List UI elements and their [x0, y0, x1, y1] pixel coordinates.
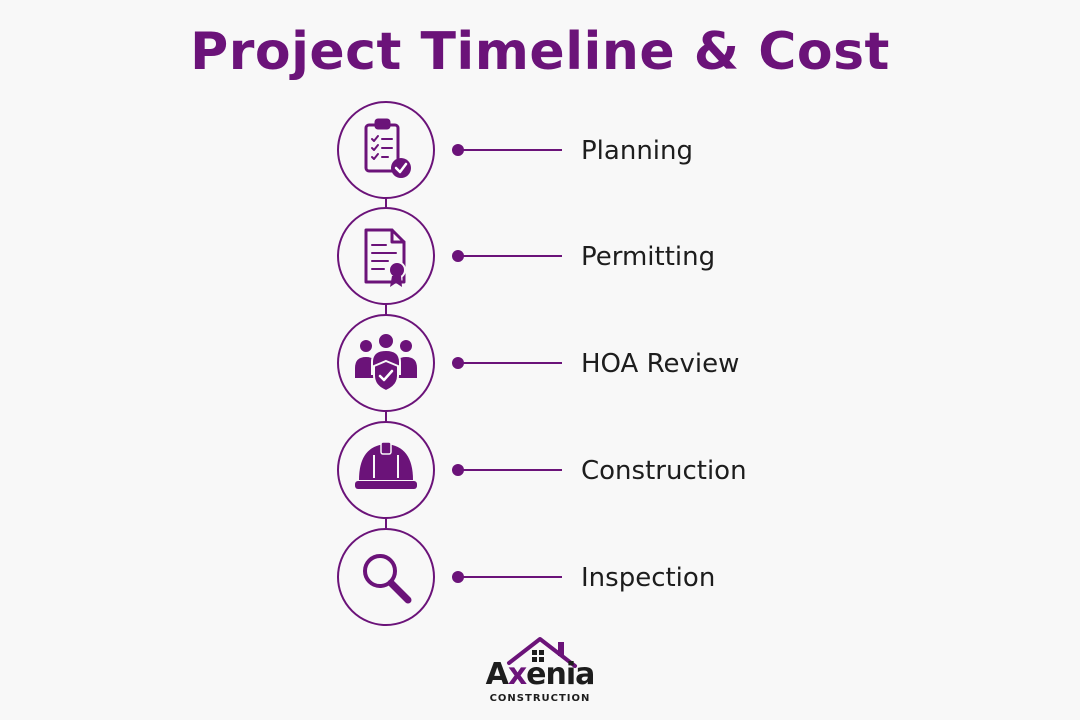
team-shield-icon	[355, 332, 417, 393]
certificate-document-icon	[364, 228, 406, 287]
page-title: Project Timeline & Cost	[190, 22, 890, 82]
step-label-planning: Planning	[581, 136, 693, 166]
step-circle	[337, 101, 435, 199]
step-circle	[337, 314, 435, 412]
step-circle	[337, 207, 435, 305]
hard-hat-icon	[355, 441, 417, 489]
step-label-permitting: Permitting	[581, 242, 716, 272]
logo-word-accent: x	[507, 657, 527, 692]
step-circle	[337, 421, 435, 519]
timeline-step-hoa-review	[337, 314, 562, 412]
step-label-hoa-review: HOA Review	[581, 349, 740, 379]
clipboard-check-icon	[364, 118, 411, 178]
step-label-inspection: Inspection	[581, 563, 716, 593]
timeline-step-inspection	[337, 528, 562, 626]
timeline-step-construction	[337, 421, 562, 519]
magnifying-glass-icon	[363, 554, 412, 604]
timeline-step-permitting	[337, 207, 562, 305]
logo-word-suffix: enia	[526, 657, 595, 692]
step-label-construction: Construction	[581, 456, 747, 486]
step-circle	[337, 528, 435, 626]
logo-subtitle: CONSTRUCTION	[489, 693, 591, 704]
logo-word-prefix: A	[485, 657, 509, 692]
house-icon	[507, 637, 577, 668]
timeline-step-planning	[337, 101, 562, 199]
logo-wordmark: Axenia	[485, 657, 596, 692]
